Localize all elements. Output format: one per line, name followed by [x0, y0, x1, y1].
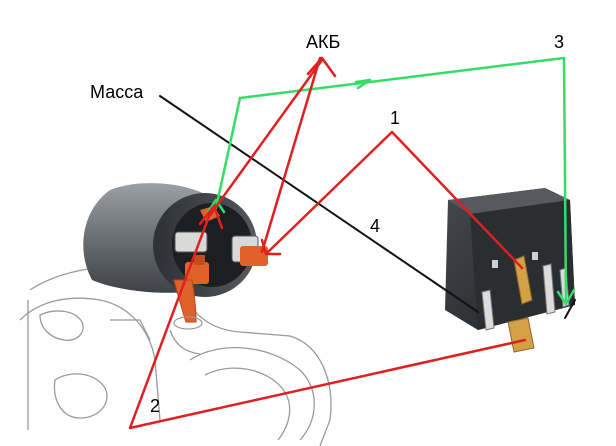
copper-braid — [173, 279, 197, 323]
starter-motor-sketch — [19, 265, 332, 446]
label-massa: Масса — [90, 82, 144, 102]
label-wire-1: 1 — [390, 108, 400, 128]
solenoid-retractor — [83, 183, 268, 330]
automotive-relay — [445, 188, 575, 353]
label-wire-2: 2 — [150, 396, 160, 416]
wire-2-red — [128, 204, 527, 430]
wire-1-red — [260, 130, 524, 270]
label-wire-3: 3 — [554, 32, 564, 52]
label-akb: АКБ — [306, 32, 340, 52]
label-wire-4: 4 — [370, 216, 380, 236]
wire-akb-red — [208, 56, 337, 254]
